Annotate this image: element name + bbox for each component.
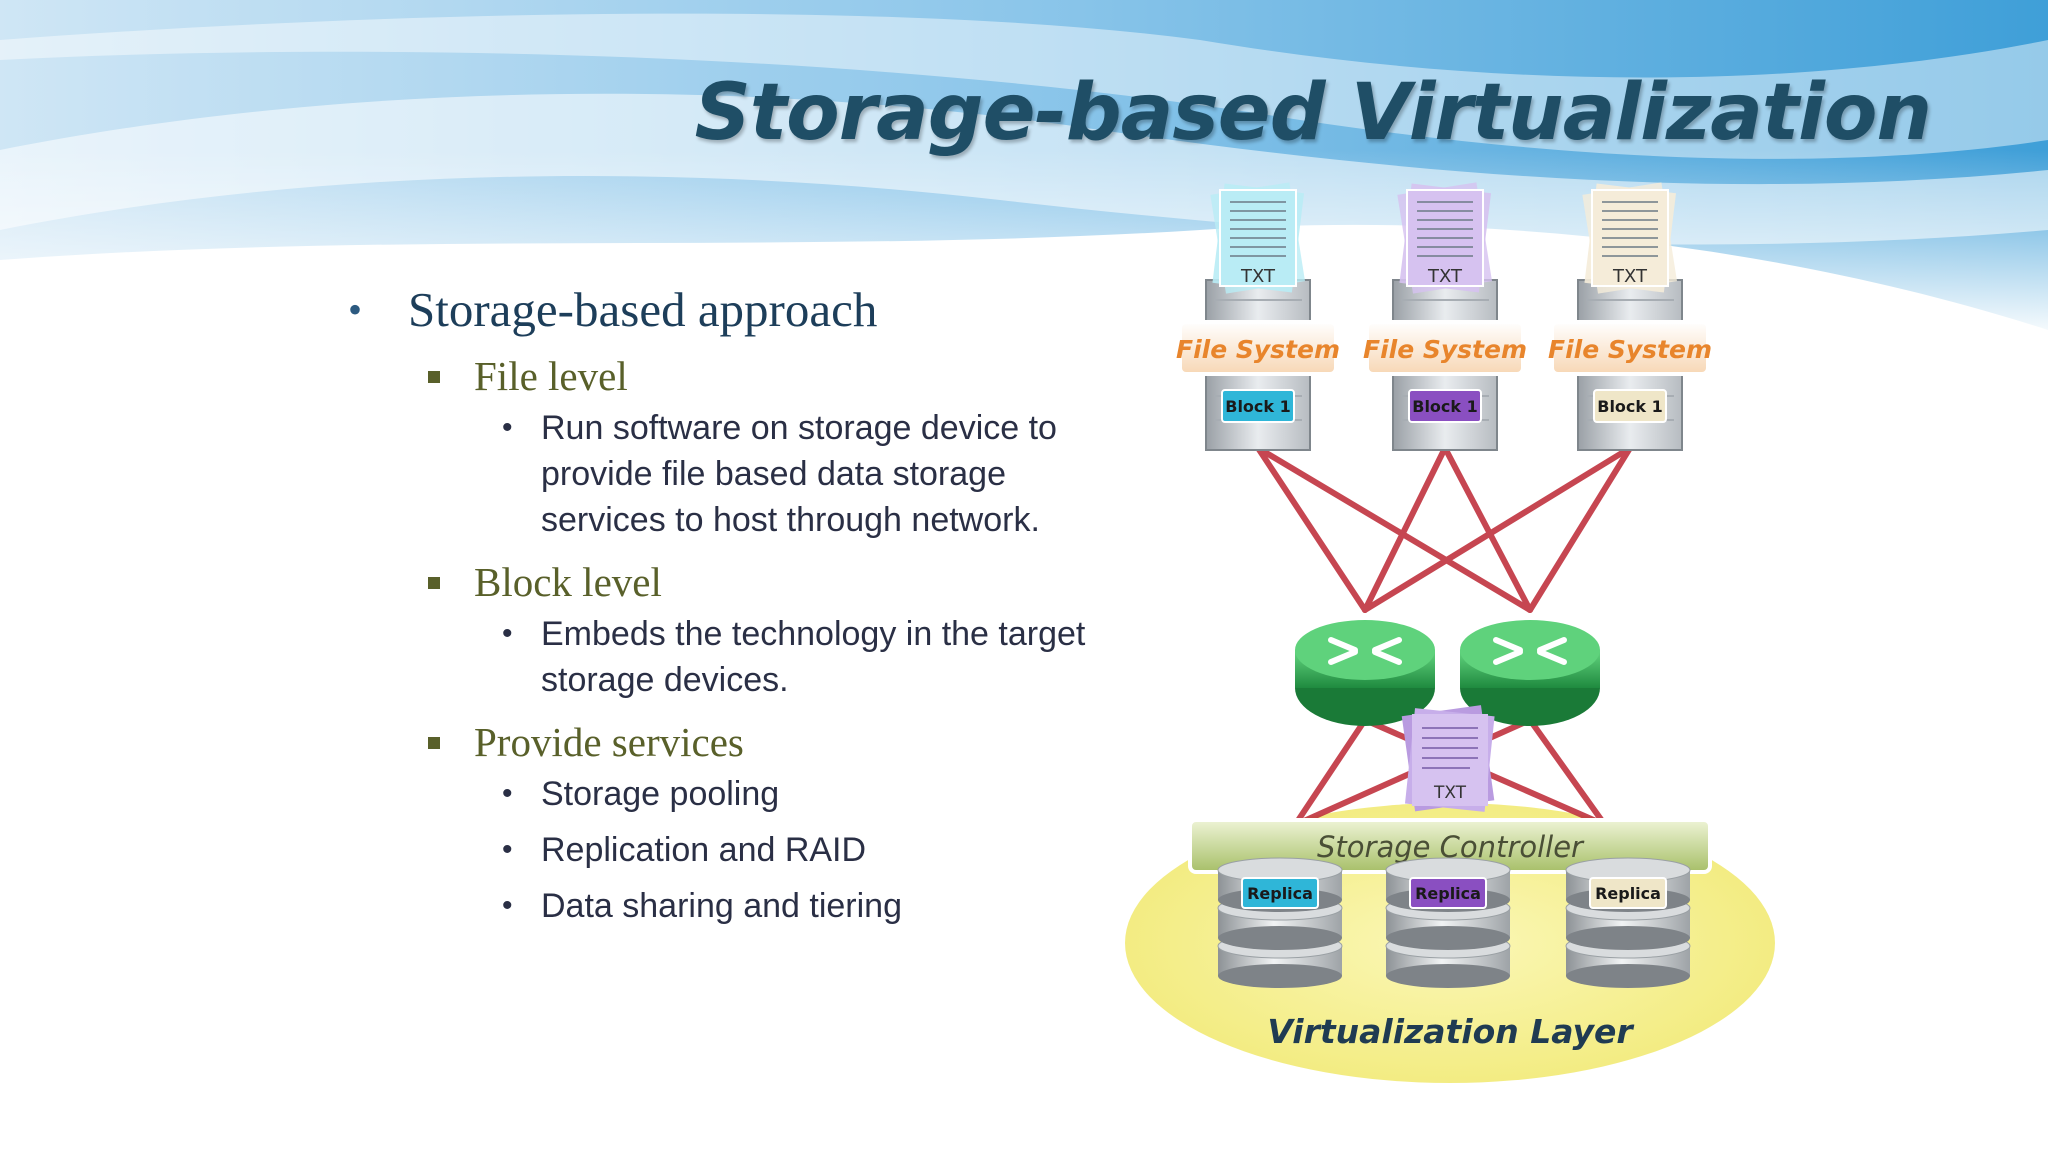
bullet-dot-icon: • xyxy=(502,833,513,866)
replica-disk: Replica xyxy=(1385,857,1511,988)
bullet-dot-icon: • xyxy=(348,287,363,332)
replica-label: Replica xyxy=(1415,884,1481,903)
controller-doc-label: TXT xyxy=(1433,783,1467,803)
file-system-label: File System xyxy=(1548,335,1712,364)
bullet-dot-icon: • xyxy=(502,889,513,922)
service-item: • Replication and RAID xyxy=(340,827,1130,873)
block-label: Block 1 xyxy=(1225,397,1291,416)
square-bullet-icon xyxy=(428,737,440,749)
block-label: Block 1 xyxy=(1597,397,1663,416)
doc-label: TXT xyxy=(1612,266,1648,287)
replica-label: Replica xyxy=(1247,884,1313,903)
virtualization-layer-label: Virtualization Layer xyxy=(1267,1012,1634,1051)
bullet-list: • Storage-based approach File level • Ru… xyxy=(340,275,1130,939)
switch-arrows-icon xyxy=(1328,637,1402,665)
service-item: • Storage pooling xyxy=(340,771,1130,817)
doc-label: TXT xyxy=(1240,266,1276,287)
service-item: • Data sharing and tiering xyxy=(340,883,1130,929)
bullet-dot-icon: • xyxy=(502,411,513,444)
switch-arrows-icon xyxy=(1493,637,1567,665)
detail-block-level: • Embeds the technology in the target st… xyxy=(340,611,1130,703)
square-bullet-icon xyxy=(428,577,440,589)
doc-label: TXT xyxy=(1427,266,1463,287)
square-bullet-icon xyxy=(428,371,440,383)
replica-label: Replica xyxy=(1595,884,1661,903)
detail-file-level: • Run software on storage device to prov… xyxy=(340,405,1130,543)
file-system-label: File System xyxy=(1176,335,1340,364)
network-switch xyxy=(1295,620,1435,726)
network-switch xyxy=(1460,620,1600,726)
replica-disks: Replica Replica Replica xyxy=(1217,857,1691,988)
slide-title: Storage-based Virtualization xyxy=(694,68,1932,158)
file-system-label: File System xyxy=(1363,335,1527,364)
text-document-icon: TXT xyxy=(1210,182,1306,294)
bullet-storage-based-approach: • Storage-based approach xyxy=(340,275,1130,345)
text-document-icon: TXT xyxy=(1582,182,1678,294)
replica-disk: Replica xyxy=(1217,857,1343,988)
sub-bullet-provide-services: Provide services xyxy=(340,713,1130,771)
text-document-icon: TXT xyxy=(1397,182,1493,294)
controller-document-icon: TXT xyxy=(1401,705,1495,812)
bullet-dot-icon: • xyxy=(502,777,513,810)
replica-disk: Replica xyxy=(1565,857,1691,988)
bullet-dot-icon: • xyxy=(502,617,513,650)
sub-bullet-block-level: Block level xyxy=(340,553,1130,611)
block-label: Block 1 xyxy=(1412,397,1478,416)
sub-bullet-file-level: File level xyxy=(340,347,1130,405)
